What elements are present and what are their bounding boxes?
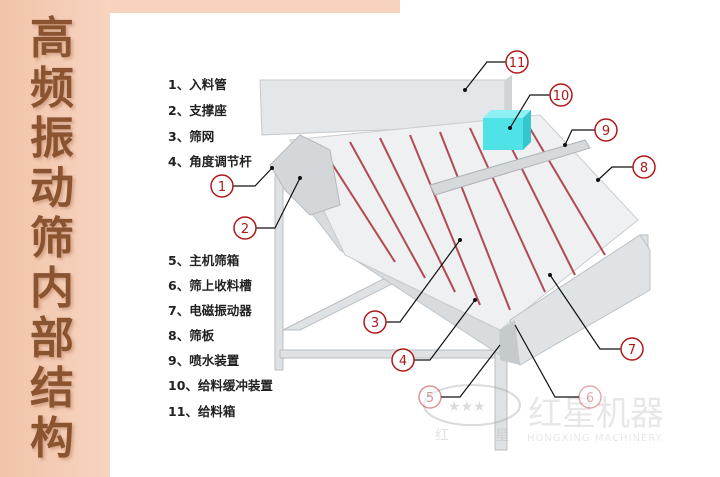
leader-dots xyxy=(270,88,600,302)
svg-text:3: 3 xyxy=(371,316,379,331)
callout-1: 1 xyxy=(210,174,234,198)
title-char: 振 xyxy=(30,113,74,164)
title-char: 频 xyxy=(30,63,74,114)
callout-8: 8 xyxy=(632,155,656,179)
vibrator xyxy=(483,110,531,150)
callout-3: 3 xyxy=(363,310,387,334)
title-char: 部 xyxy=(30,313,74,364)
spray-bar xyxy=(429,139,591,196)
title-char: 筛 xyxy=(30,213,74,264)
watermark-logo: ★★★ 红 星 红星机器 HONGXING MACHINERY xyxy=(423,384,664,444)
callout-6: 6 xyxy=(578,385,602,409)
callout-10: 10 xyxy=(549,83,573,107)
callout-9: 9 xyxy=(594,118,618,142)
page-title: 高 频 振 动 筛 内 部 结 构 xyxy=(22,14,82,464)
svg-text:5: 5 xyxy=(426,391,434,406)
svg-text:4: 4 xyxy=(399,354,407,369)
legend-item: 2、支撑座 xyxy=(168,103,227,118)
legend-item: 9、喷水装置 xyxy=(168,353,240,368)
svg-text:6: 6 xyxy=(586,391,594,406)
callout-2: 2 xyxy=(233,216,257,240)
title-char: 动 xyxy=(30,163,74,214)
svg-text:10: 10 xyxy=(553,89,570,104)
title-char: 内 xyxy=(30,263,74,314)
callout-5: 5 xyxy=(418,385,442,409)
svg-text:7: 7 xyxy=(628,343,636,358)
legend-item: 1、入料管 xyxy=(168,77,227,92)
callout-4: 4 xyxy=(391,348,415,372)
svg-text:红星机器: 红星机器 xyxy=(528,394,664,434)
svg-text:星: 星 xyxy=(495,428,509,444)
svg-text:1: 1 xyxy=(218,180,226,195)
title-char: 高 xyxy=(30,13,74,64)
legend-item: 5、主机筛箱 xyxy=(168,253,240,268)
svg-text:红: 红 xyxy=(435,428,449,444)
svg-text:8: 8 xyxy=(640,161,648,176)
svg-text:★★★: ★★★ xyxy=(448,399,486,415)
leader-lines xyxy=(233,61,633,398)
legend-item: 8、筛板 xyxy=(168,328,215,343)
callout-7: 7 xyxy=(620,337,644,361)
legend-item: 11、给料箱 xyxy=(168,404,236,419)
title-band xyxy=(0,0,110,477)
svg-text:HONGXING MACHINERY: HONGXING MACHINERY xyxy=(527,433,663,444)
callout-11: 11 xyxy=(505,50,529,74)
title-char: 结 xyxy=(30,363,74,414)
background-white xyxy=(400,0,720,13)
svg-text:11: 11 xyxy=(509,56,526,71)
inlet-chute xyxy=(269,134,341,216)
legend-item: 6、筛上收料槽 xyxy=(168,278,252,293)
svg-text:2: 2 xyxy=(241,222,249,237)
legend-item: 4、角度调节杆 xyxy=(168,154,252,169)
legend-item: 3、筛网 xyxy=(168,129,215,144)
svg-text:9: 9 xyxy=(602,124,610,139)
legend-item: 7、电磁振动器 xyxy=(168,303,252,318)
title-char: 构 xyxy=(30,413,74,464)
legend-item: 10、给料缓冲装置 xyxy=(168,378,273,393)
